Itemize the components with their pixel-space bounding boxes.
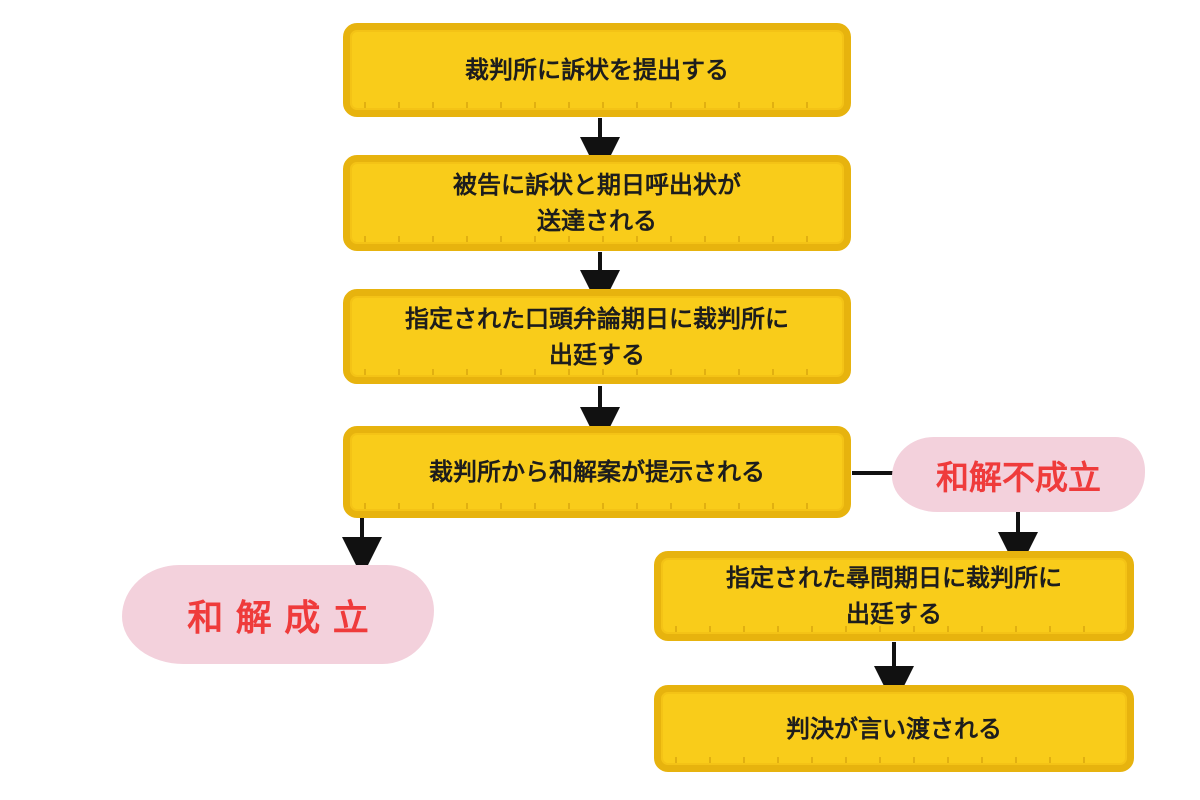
- step-oral-argument-label: 指定された口頭弁論期日に裁判所に 出廷する: [405, 304, 789, 369]
- step-file-complaint-label: 裁判所に訴状を提出する: [465, 56, 729, 84]
- step-judgment-label: 判決が言い渡される: [786, 714, 1002, 743]
- step-ruler-ticks: [364, 102, 830, 108]
- step-oral-argument: 指定された口頭弁論期日に裁判所に 出廷する: [343, 289, 851, 384]
- step-ruler-ticks: [364, 503, 830, 509]
- step-ruler-ticks: [675, 757, 1113, 763]
- outcome-settlement: 和 解 成 立: [122, 565, 434, 664]
- outcome-settlement-label: 和 解 成 立: [187, 597, 369, 639]
- step-serve-summons-label: 被告に訴状と期日呼出状が 送達される: [453, 171, 741, 235]
- step-serve-summons: 被告に訴状と期日呼出状が 送達される: [343, 155, 851, 251]
- step-ruler-ticks: [675, 626, 1113, 632]
- step-examination: 指定された尋問期日に裁判所に 出廷する: [654, 551, 1134, 641]
- step-ruler-ticks: [364, 369, 830, 375]
- step-judgment: 判決が言い渡される: [654, 685, 1134, 772]
- outcome-no-settlement-label: 和解不成立: [936, 457, 1101, 497]
- outcome-no-settlement: 和解不成立: [892, 437, 1145, 512]
- step-settlement-proposal-label: 裁判所から和解案が提示される: [429, 458, 765, 486]
- step-ruler-ticks: [364, 236, 830, 242]
- step-examination-label: 指定された尋問期日に裁判所に 出廷する: [726, 564, 1062, 628]
- step-file-complaint: 裁判所に訴状を提出する: [343, 23, 851, 117]
- step-settlement-proposal: 裁判所から和解案が提示される: [343, 426, 851, 518]
